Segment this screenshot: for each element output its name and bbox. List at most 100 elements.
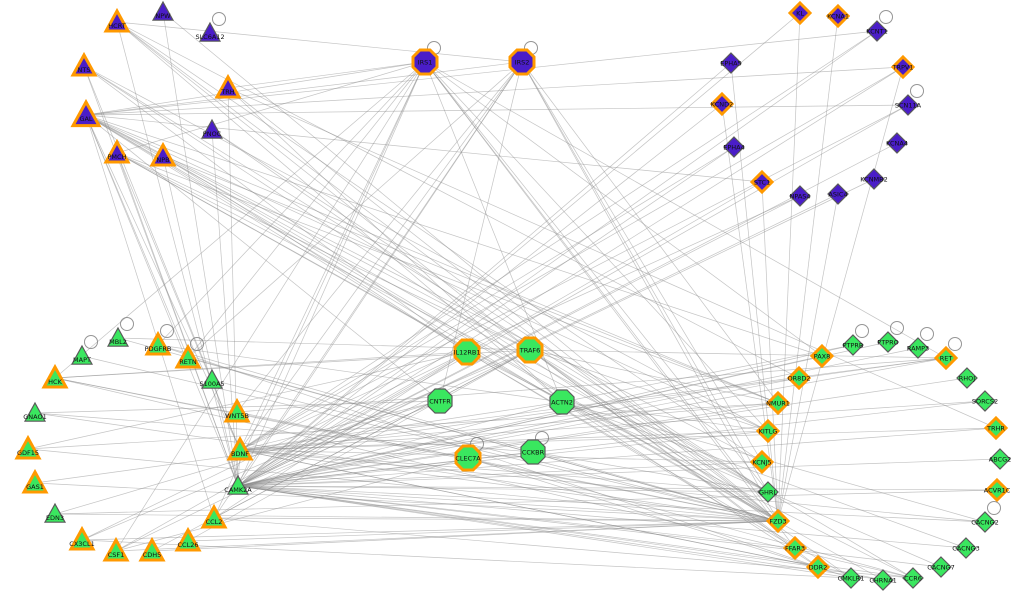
- node-shape-triangle[interactable]: [106, 326, 130, 347]
- graph-node-EPHA4[interactable]: EPHA4: [723, 136, 745, 158]
- graph-node-RET[interactable]: RET: [933, 337, 962, 371]
- node-shape-triangle[interactable]: [149, 141, 177, 167]
- node-shape-triangle[interactable]: [151, 0, 175, 21]
- graph-node-PTPRB[interactable]: PTPRB: [842, 324, 869, 356]
- node-shape-triangle[interactable]: [70, 51, 98, 77]
- graph-node-CACNG2[interactable]: CACNG2: [971, 501, 1001, 533]
- node-shape-diamond[interactable]: [765, 508, 791, 534]
- graph-node-SCN11A[interactable]: SCN11A: [895, 84, 924, 116]
- node-shape-diamond[interactable]: [840, 567, 862, 589]
- graph-node-HCRT[interactable]: HCRT: [103, 7, 131, 33]
- node-shape-diamond[interactable]: [786, 365, 812, 391]
- graph-node-ABCG2[interactable]: ABCG2: [989, 448, 1012, 470]
- node-shape-diamond[interactable]: [989, 448, 1011, 470]
- graph-node-CCKBR[interactable]: CCKBR: [520, 431, 549, 465]
- node-shape-octagon[interactable]: [454, 444, 482, 472]
- graph-node-PTPRO[interactable]: PTPRO: [877, 321, 904, 353]
- graph-node-CSF1[interactable]: CSF1: [102, 536, 130, 562]
- graph-node-NPW[interactable]: NPW: [151, 0, 175, 21]
- node-shape-diamond[interactable]: [787, 0, 813, 26]
- graph-node-CX3CL1[interactable]: CX3CL1: [68, 525, 96, 551]
- node-shape-diamond[interactable]: [825, 3, 851, 29]
- node-shape-triangle[interactable]: [200, 118, 224, 139]
- graph-node-TRHR[interactable]: TRHR: [983, 415, 1009, 441]
- node-shape-triangle[interactable]: [70, 344, 94, 365]
- node-shape-octagon[interactable]: [520, 439, 546, 465]
- graph-node-MBL2[interactable]: MBL2: [106, 317, 134, 347]
- graph-node-TRAF6[interactable]: TRAF6: [516, 336, 544, 364]
- graph-node-IL12RB1[interactable]: IL12RB1: [453, 338, 481, 366]
- node-shape-diamond[interactable]: [765, 390, 791, 416]
- node-shape-diamond[interactable]: [933, 345, 959, 371]
- graph-node-ACTN2[interactable]: ACTN2: [549, 389, 575, 415]
- graph-node-IRS1[interactable]: IRS1: [411, 41, 441, 76]
- node-shape-diamond[interactable]: [930, 556, 952, 578]
- node-shape-triangle[interactable]: [41, 363, 69, 389]
- node-shape-triangle[interactable]: [144, 330, 172, 356]
- node-shape-diamond[interactable]: [827, 183, 849, 205]
- node-shape-triangle[interactable]: [200, 503, 228, 529]
- graph-node-KCNMB2[interactable]: KCNMB2: [860, 168, 888, 190]
- graph-node-CCL26[interactable]: CCL26: [174, 526, 202, 552]
- graph-node-MAPT[interactable]: MAPT: [70, 335, 98, 365]
- graph-node-NTS[interactable]: NTS: [70, 51, 98, 77]
- graph-node-IRS2[interactable]: IRS2: [508, 41, 538, 76]
- node-shape-triangle[interactable]: [198, 21, 222, 42]
- node-shape-triangle[interactable]: [226, 474, 250, 495]
- node-shape-diamond[interactable]: [863, 168, 885, 190]
- graph-node-KITLG[interactable]: KITLG: [755, 418, 781, 444]
- node-shape-triangle[interactable]: [174, 343, 202, 369]
- graph-node-HCK[interactable]: HCK: [41, 363, 69, 389]
- node-shape-triangle[interactable]: [200, 368, 224, 389]
- node-shape-triangle[interactable]: [223, 397, 251, 423]
- node-shape-diamond[interactable]: [866, 20, 888, 42]
- graph-node-PMCH[interactable]: PMCH: [103, 138, 131, 164]
- graph-node-SLC6A12[interactable]: SLC6A12: [195, 12, 226, 42]
- node-shape-triangle[interactable]: [14, 434, 42, 460]
- graph-node-GDF15[interactable]: GDF15: [14, 434, 42, 460]
- node-shape-diamond[interactable]: [809, 343, 835, 369]
- node-shape-triangle[interactable]: [214, 73, 242, 99]
- node-shape-diamond[interactable]: [877, 331, 899, 353]
- node-shape-octagon[interactable]: [411, 48, 439, 76]
- node-shape-diamond[interactable]: [709, 91, 735, 117]
- node-shape-diamond[interactable]: [897, 94, 919, 116]
- node-shape-triangle[interactable]: [103, 138, 131, 164]
- node-shape-diamond[interactable]: [907, 337, 929, 359]
- node-shape-octagon[interactable]: [549, 389, 575, 415]
- graph-node-KCNA4[interactable]: KCNA4: [886, 132, 908, 154]
- node-shape-triangle[interactable]: [68, 525, 96, 551]
- node-shape-diamond[interactable]: [974, 390, 996, 412]
- node-shape-diamond[interactable]: [983, 415, 1009, 441]
- node-shape-diamond[interactable]: [782, 535, 808, 561]
- node-shape-diamond[interactable]: [872, 569, 894, 591]
- node-shape-diamond[interactable]: [974, 511, 996, 533]
- graph-node-KCNA1[interactable]: KCNA1: [825, 3, 851, 29]
- graph-node-CCR6[interactable]: CCR6: [902, 567, 924, 589]
- graph-node-CACNG3[interactable]: CACNG3: [952, 537, 980, 559]
- node-shape-triangle[interactable]: [23, 401, 47, 422]
- node-shape-triangle[interactable]: [21, 468, 49, 494]
- graph-node-RHOJ[interactable]: RHOJ: [956, 367, 978, 389]
- node-shape-diamond[interactable]: [956, 367, 978, 389]
- graph-node-EPHA5[interactable]: EPHA5: [720, 52, 742, 74]
- node-shape-diamond[interactable]: [749, 449, 775, 475]
- node-shape-triangle[interactable]: [43, 502, 67, 523]
- node-shape-diamond[interactable]: [757, 481, 779, 503]
- graph-node-KCNT1[interactable]: KCNT1: [866, 10, 893, 42]
- graph-node-SORCS2[interactable]: SORCS2: [972, 390, 998, 412]
- graph-node-STC1[interactable]: STC1: [749, 169, 775, 195]
- node-shape-octagon[interactable]: [453, 338, 481, 366]
- graph-node-NMUR1[interactable]: NMUR1: [765, 390, 791, 416]
- graph-node-KCND2[interactable]: KCND2: [709, 91, 735, 117]
- node-shape-octagon[interactable]: [508, 48, 536, 76]
- graph-node-GNAO1[interactable]: GNAO1: [23, 401, 47, 422]
- node-shape-diamond[interactable]: [890, 54, 916, 80]
- node-shape-triangle[interactable]: [70, 98, 102, 128]
- graph-node-TRPV1[interactable]: TRPV1: [890, 54, 916, 80]
- node-shape-diamond[interactable]: [720, 52, 742, 74]
- node-shape-triangle[interactable]: [103, 7, 131, 33]
- node-shape-diamond[interactable]: [723, 136, 745, 158]
- graph-node-ACVR1C[interactable]: ACVR1C: [984, 477, 1011, 503]
